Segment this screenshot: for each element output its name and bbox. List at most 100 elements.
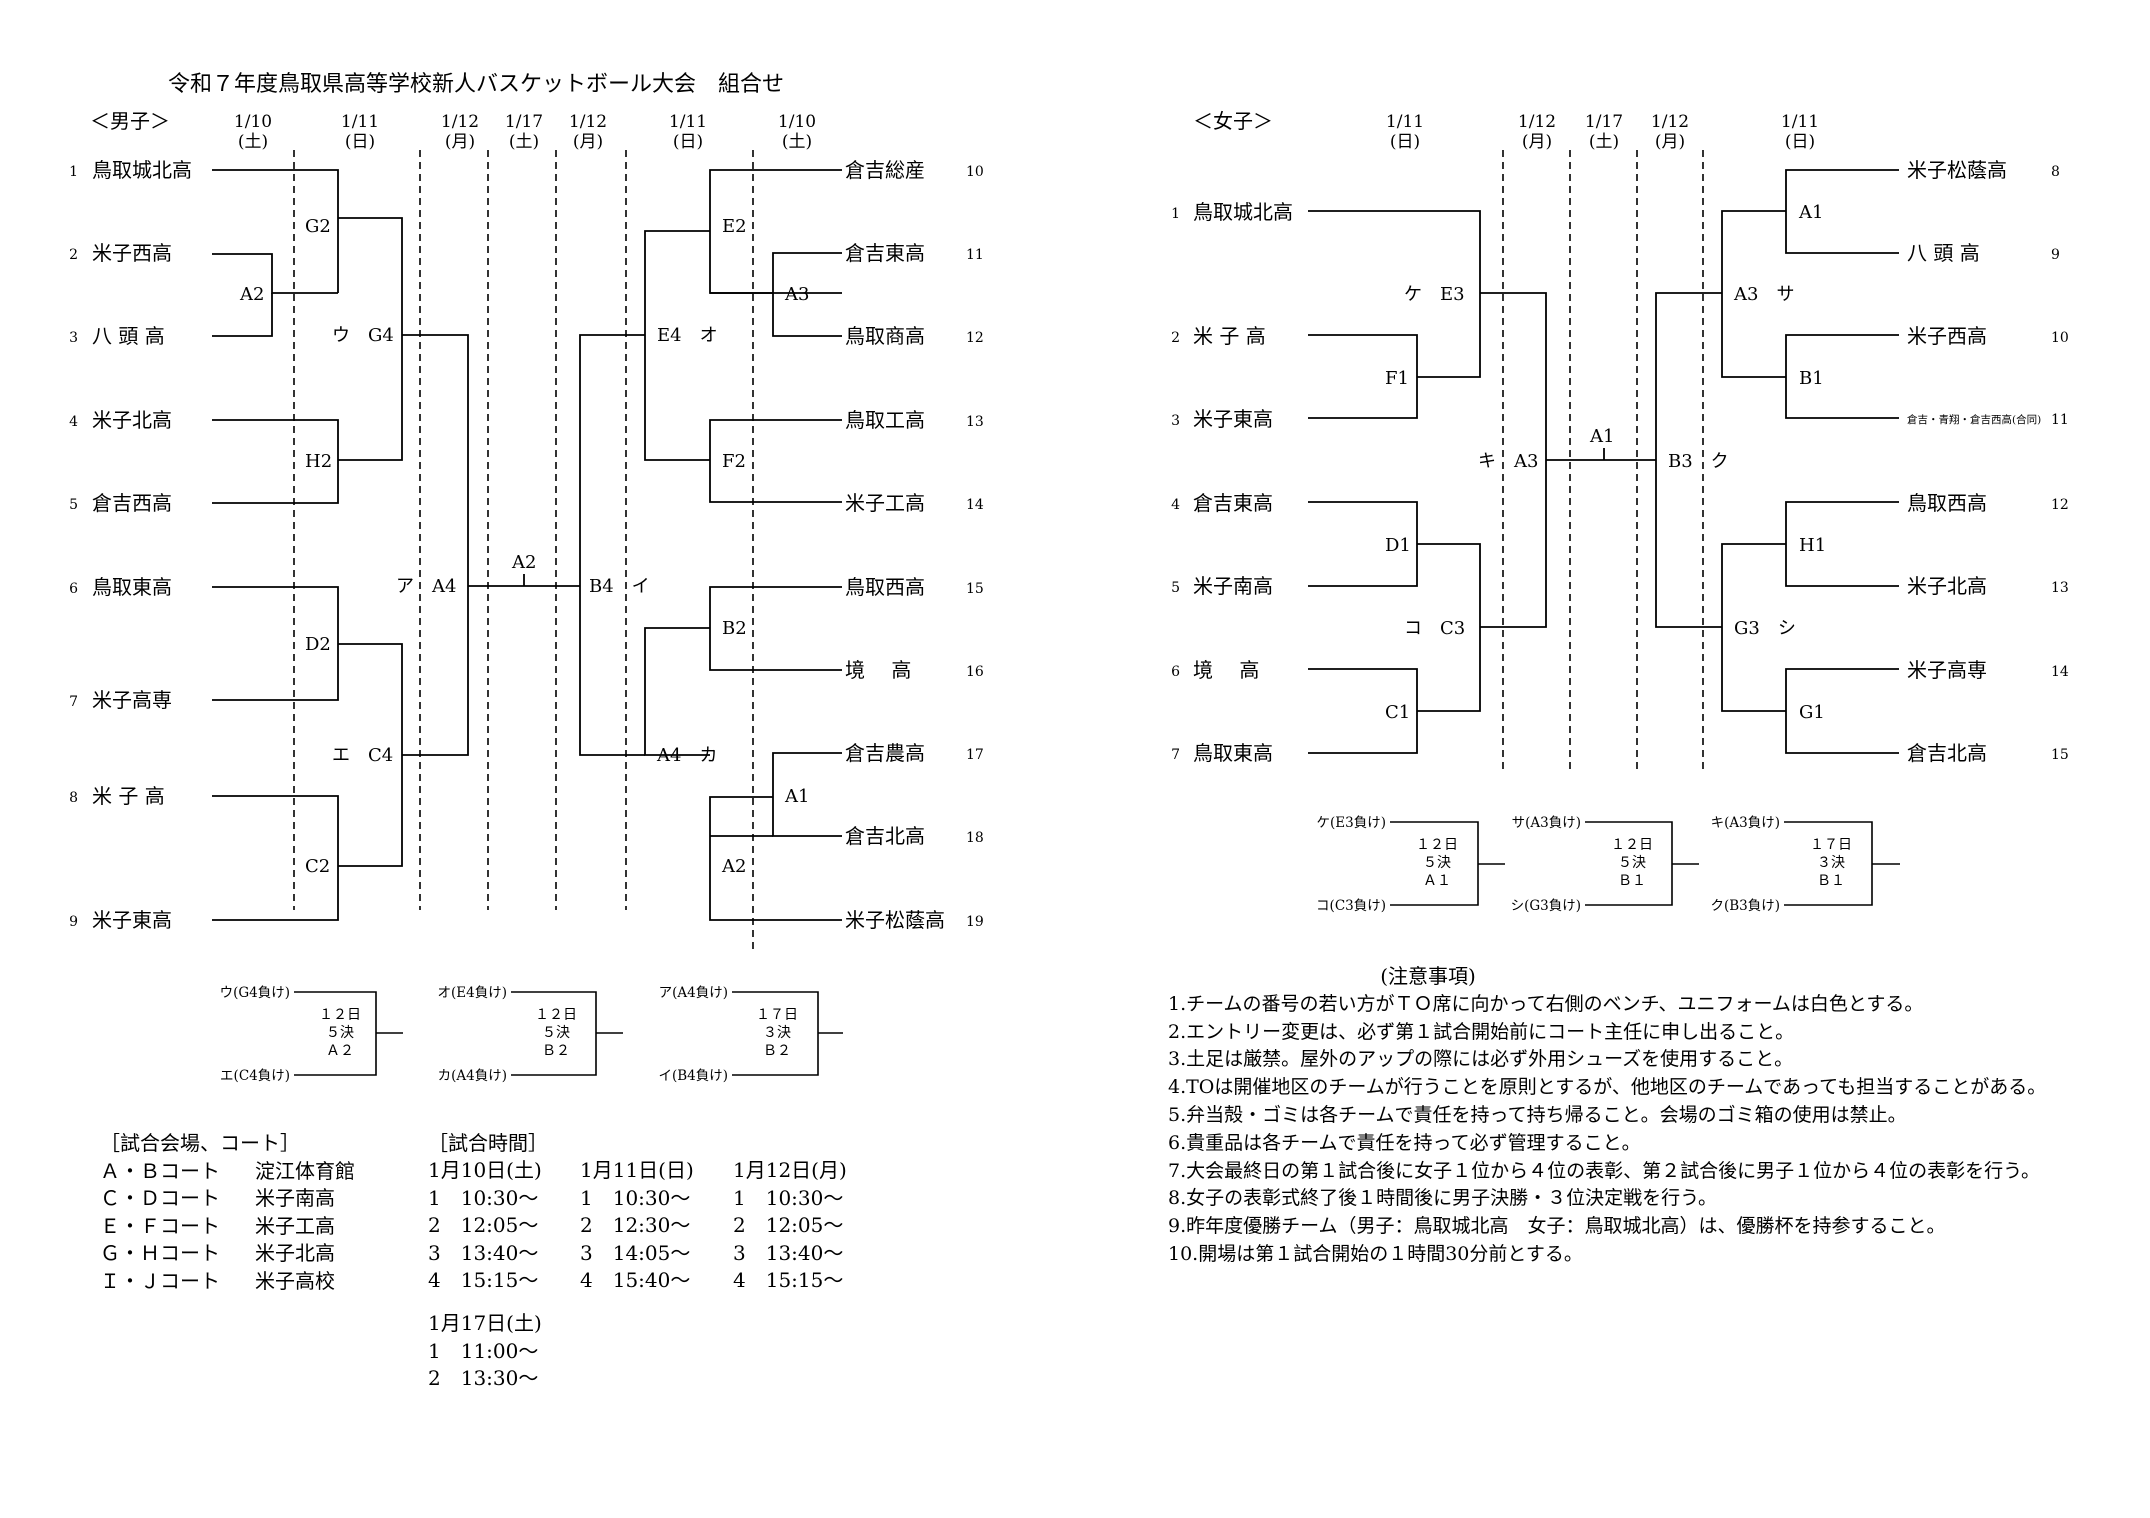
schedule-date: 1月17日(土) — [428, 1311, 542, 1335]
game-label: A2 — [239, 284, 264, 305]
consolation-round: ５決 — [1618, 855, 1646, 871]
team-number: 8 — [2051, 164, 2060, 180]
consolation-entry: ケ(E3負け) — [1317, 815, 1386, 831]
team-number: 11 — [2051, 412, 2069, 428]
game-label: エ C4 — [332, 745, 393, 766]
game-label: ア A4 — [396, 576, 456, 597]
team-number: 5 — [69, 497, 78, 513]
team-number: 3 — [69, 330, 78, 346]
team-number: 9 — [2051, 247, 2060, 263]
game-label: B4 イ — [589, 576, 650, 597]
girls-bracket-lines — [1308, 169, 1899, 754]
team-name: 鳥取西高 — [1907, 491, 1987, 515]
venue-court: Ｉ・Ｊコート — [100, 1268, 220, 1293]
note-line: 6.貴重品は各チームで責任を持って必ず管理すること。 — [1168, 1131, 1641, 1154]
consolation-entry: カ(A4負け) — [438, 1068, 507, 1084]
schedule-slot: 1 10:30～ — [428, 1185, 539, 1210]
girls-day: (月) — [1522, 132, 1552, 152]
team-number: 12 — [966, 330, 984, 346]
game-label: G1 — [1799, 702, 1825, 723]
consolation-entry: キ(A3負け) — [1711, 815, 1780, 831]
girls-date: 1/12 — [1651, 112, 1689, 132]
schedule-title: ［試合時間］ — [428, 1131, 548, 1155]
schedule-slot: 1 10:30～ — [733, 1185, 844, 1210]
girls-date: 1/11 — [1386, 112, 1424, 132]
consolation-court: Ａ２ — [326, 1043, 354, 1059]
game-label: ケ E3 — [1404, 284, 1465, 305]
team-number: 8 — [69, 790, 78, 806]
team-name: 米 子 高 — [92, 784, 165, 808]
consolation-court: Ｂ１ — [1618, 873, 1646, 889]
consolation-round: ５決 — [542, 1025, 570, 1041]
schedule-slot: 4 15:40～ — [580, 1268, 691, 1292]
team-number: 19 — [966, 914, 984, 930]
team-name: 米子松蔭高 — [1907, 158, 2007, 182]
team-number: 1 — [1171, 206, 1180, 222]
team-number: 3 — [1171, 413, 1180, 429]
schedule-date: 1月10日(土) — [428, 1158, 542, 1182]
venue-row: Ａ・Ｂコート淀江体育館 — [100, 1158, 355, 1186]
team-name: 倉吉東高 — [845, 241, 925, 265]
girls-game-labels: ケ E3 F1 キ A3 D1 コ C3 C1 A1 B3 ク A1 A3 サ … — [1385, 202, 1826, 723]
boys-date: 1/10 — [234, 112, 272, 132]
game-label: B1 — [1799, 368, 1824, 389]
team-name: 米子東高 — [1193, 407, 1273, 431]
note-line: 1.チームの番号の若い方がＴＯ席に向かって右側のベンチ、ユニフォームは白色とする… — [1168, 992, 1924, 1015]
game-label: キ A3 — [1478, 451, 1538, 472]
venue-row: Ｃ・Ｄコート米子南高 — [100, 1185, 355, 1213]
team-name: 鳥取商高 — [845, 324, 925, 348]
boys-date: 1/10 — [778, 112, 816, 132]
consolation-entry: サ(A3負け) — [1512, 815, 1581, 831]
consolation-entry: エ(C4負け) — [220, 1068, 290, 1084]
venue-court: Ｅ・Ｆコート — [100, 1213, 220, 1238]
consolation-entry: ク(B3負け) — [1710, 898, 1780, 914]
girls-consolation: ケ(E3負け) コ(C3負け) サ(A3負け) シ(G3負け) キ(A3負け) … — [1316, 815, 1900, 914]
schedule-day: 1月10日(土) 1 10:30～ 2 12:05～ 3 13:40～ 4 15… — [428, 1157, 542, 1295]
team-name: 倉吉西高 — [92, 491, 172, 515]
girls-day: (土) — [1589, 132, 1619, 152]
boys-game-labels: A2 G2 H2 D2 C2 ウ G4 エ C4 ア A4 A2 B4 イ E2… — [239, 216, 809, 877]
schedule-slot: 4 15:15～ — [428, 1268, 539, 1292]
schedule-day: 1月11日(日) 1 10:30～ 2 12:30～ 3 14:05～ 4 15… — [580, 1157, 694, 1295]
consolation-round: ５決 — [326, 1025, 354, 1041]
schedule-slot: 3 13:40～ — [733, 1240, 844, 1265]
team-number: 7 — [1171, 747, 1180, 763]
team-number: 1 — [69, 164, 78, 180]
boys-date: 1/11 — [341, 112, 379, 132]
team-name: 鳥取城北高 — [92, 158, 192, 182]
note-line: 8.女子の表彰式終了後１時間後に男子決勝・３位決定戦を行う。 — [1168, 1187, 1717, 1210]
consolation-day: １２日 — [1611, 837, 1653, 853]
team-number: 10 — [966, 164, 984, 180]
team-number: 18 — [966, 830, 984, 846]
schedule-slot: 4 15:15～ — [733, 1268, 844, 1292]
team-name: 鳥取城北高 — [1193, 200, 1293, 224]
game-label: B2 — [722, 618, 747, 639]
boys-date: 1/11 — [669, 112, 707, 132]
team-name: 米子松蔭高 — [845, 908, 945, 932]
team-number: 4 — [69, 414, 78, 430]
consolation-entry: イ(B4負け) — [658, 1068, 728, 1084]
boys-date: 1/12 — [441, 112, 479, 132]
venue-list: ［試合会場、コート］ Ａ・Ｂコート淀江体育館 Ｃ・Ｄコート米子南高 Ｅ・Ｆコート… — [100, 1130, 355, 1295]
schedule-day: 1月12日(月) 1 10:30～ 2 12:05～ 3 13:40～ 4 15… — [733, 1157, 847, 1295]
consolation-court: Ｂ２ — [763, 1043, 791, 1059]
note-line: 9.昨年度優勝チーム（男子：鳥取城北高 女子：鳥取城北高）は、優勝杯を持参するこ… — [1168, 1215, 1946, 1238]
team-number: 13 — [966, 414, 984, 430]
team-number: 14 — [2051, 664, 2069, 680]
game-label: B3 ク — [1668, 451, 1729, 472]
team-name: 倉吉・青翔・倉吉西高(合同) — [1907, 413, 2041, 426]
consolation-court: Ｂ１ — [1817, 873, 1845, 889]
boys-label: ＜男子＞ — [90, 109, 170, 133]
page-title: 令和７年度鳥取県高等学校新人バスケットボール大会 組合せ — [168, 72, 784, 97]
venue-place: 米子南高 — [255, 1186, 335, 1210]
team-number: 15 — [2051, 747, 2069, 763]
team-name: 倉吉東高 — [1193, 491, 1273, 515]
team-name: 境 高 — [1193, 658, 1259, 682]
venue-place: 米子工高 — [255, 1213, 335, 1238]
boys-day-separators — [293, 150, 754, 950]
note-line: 2.エントリー変更は、必ず第１試合開始前にコート主任に申し出ること。 — [1168, 1020, 1795, 1043]
venue-court: Ｇ・Ｈコート — [100, 1241, 220, 1265]
venue-place: 米子高校 — [255, 1268, 335, 1293]
boys-day: (月) — [445, 132, 475, 152]
